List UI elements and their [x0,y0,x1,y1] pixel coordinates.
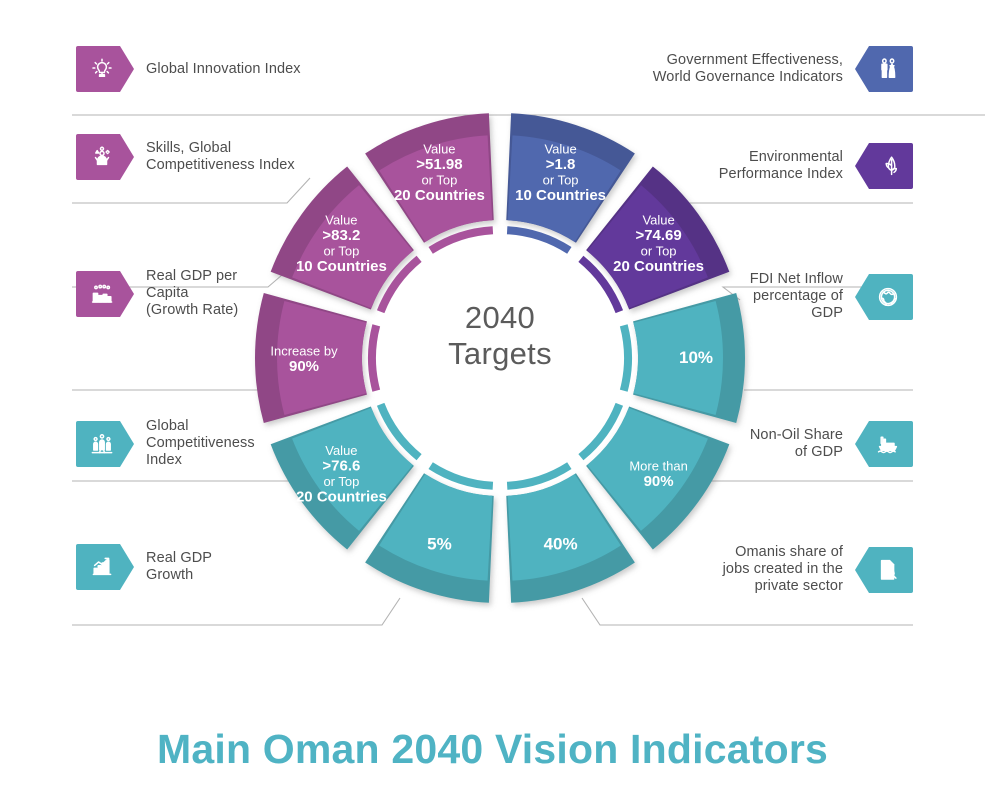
inner-ring-arc-omanis-private-sector-jobs [506,462,572,490]
badge-arrow-tip [855,546,869,593]
two-people-icon [868,56,901,82]
badge-arrow-tip [120,544,134,590]
badge-body [76,270,120,317]
badge-arrow-tip [120,46,134,92]
indicator-label-global-innovation-index[interactable]: Global Innovation Index [76,46,301,92]
cargo-ship-icon [868,431,901,457]
bar-chart-growth-icon [92,554,115,580]
inner-ring-arc-environmental-performance [578,255,624,314]
inner-ring-arc-gov-effectiveness [506,226,572,254]
inner-ring-arc-non-oil-share [578,402,624,461]
podium-people-icon [91,431,115,457]
indicator-label-text-global-innovation-index: Global Innovation Index [146,60,301,77]
leaf-plant-icon [868,153,901,179]
donut-segment-face-global-innovation-index [379,135,493,243]
indicator-badge-environmental-performance[interactable] [855,143,913,189]
indicator-badge-real-gdp-per-capita[interactable] [76,270,134,317]
badge-body [869,273,913,320]
donut-segment-face-real-gdp-per-capita [277,301,367,415]
page-title: Main Oman 2040 Vision Indicators [157,726,828,772]
center-line-2: Targets [448,336,552,371]
inner-ring-arc-real-gdp-growth [428,462,494,490]
donut-segment-face-skills-global-competitiveness [292,185,413,309]
center-line-1: 2040 [464,300,536,335]
badge-arrow-tip [855,143,869,189]
donut-segment-face-non-oil-share [587,407,708,531]
badge-arrow-tip [120,270,134,317]
globe-icon [868,284,901,310]
inner-ring-arc-real-gdp-per-capita [368,324,381,392]
people-group-icon [91,281,115,307]
indicator-badge-gov-effectiveness[interactable] [855,46,913,92]
segment-label-real-gdp-growth: 5% [427,534,452,553]
indicator-badge-skills-global-competitiveness[interactable] [76,134,134,180]
badge-arrow-tip [855,273,869,320]
inner-ring-arc-skills-global-competitiveness [376,255,422,314]
indicator-badge-global-innovation-index[interactable] [76,46,134,92]
lightbulb-icon [91,56,115,82]
donut-segment-face-fdi-net-inflow [633,301,724,415]
indicator-badge-non-oil-share[interactable] [855,421,913,467]
indicator-badge-real-gdp-growth[interactable] [76,544,134,590]
segment-label-omanis-private-sector-jobs: 40% [544,534,578,553]
badge-body [76,420,120,467]
donut-segment-face-global-competitiveness-index [292,407,413,531]
indicator-badge-fdi-net-inflow[interactable] [855,273,913,320]
indicator-badge-omanis-private-sector-jobs[interactable] [855,546,913,593]
center-label: 2040 Targets [395,300,605,372]
indicator-label-gov-effectiveness[interactable]: Government Effectiveness,World Governanc… [653,46,913,92]
badge-arrow-tip [120,420,134,467]
indicator-badge-global-competitiveness-index[interactable] [76,420,134,467]
inner-ring-arc-global-innovation-index [428,226,494,254]
badge-arrow-tip [120,134,134,180]
donut-segment-face-environmental-performance [587,185,708,309]
skills-person-icon [94,144,115,170]
donut-segment-face-omanis-private-sector-jobs [507,473,621,581]
segment-label-fdi-net-inflow: 10% [679,348,713,367]
donut-segment-face-real-gdp-growth [379,473,493,581]
donut-segment-face-gov-effectiveness [507,135,621,243]
inner-ring-arc-fdi-net-inflow [619,324,632,392]
document-search-icon [868,557,901,583]
indicator-label-text-gov-effectiveness: Government Effectiveness,World Governanc… [652,52,843,85]
inner-ring-arc-global-competitiveness-index [376,402,422,461]
badge-arrow-tip [855,46,869,92]
badge-arrow-tip [855,421,869,467]
